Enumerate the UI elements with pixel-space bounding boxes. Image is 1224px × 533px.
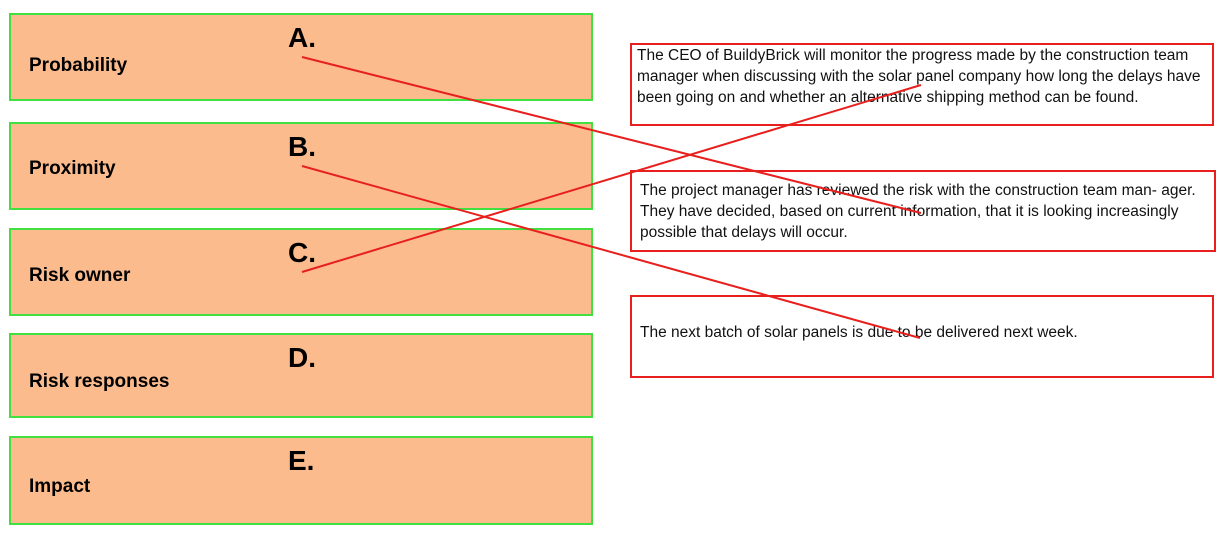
term-label: Risk responses <box>29 371 170 392</box>
term-box-impact[interactable]: Impact E. <box>9 436 593 525</box>
term-letter: A. <box>288 22 316 53</box>
term-box-proximity[interactable]: Proximity B. <box>9 122 593 210</box>
term-letter: D. <box>288 342 316 373</box>
description-box-increasingly-possible[interactable]: The project manager has reviewed the ris… <box>630 170 1216 252</box>
term-label: Risk owner <box>29 265 131 286</box>
description-text: The next batch of solar panels is due to… <box>640 324 1078 341</box>
description-box-ceo-monitoring[interactable]: The CEO of BuildyBrick will monitor the … <box>630 43 1214 126</box>
term-label: Proximity <box>29 158 116 179</box>
term-label: Impact <box>29 476 91 497</box>
term-letter: B. <box>288 131 316 162</box>
term-box-probability[interactable]: Probability A. <box>9 13 593 101</box>
term-letter: C. <box>288 237 316 268</box>
description-box-next-week[interactable]: The next batch of solar panels is due to… <box>630 295 1214 378</box>
description-text: The project manager has reviewed the ris… <box>640 182 1196 241</box>
term-letter: E. <box>288 445 315 476</box>
description-text: The CEO of BuildyBrick will monitor the … <box>637 47 1201 106</box>
term-label: Probability <box>29 55 128 76</box>
term-box-risk-responses[interactable]: Risk responses D. <box>9 333 593 418</box>
term-box-risk-owner[interactable]: Risk owner C. <box>9 228 593 316</box>
